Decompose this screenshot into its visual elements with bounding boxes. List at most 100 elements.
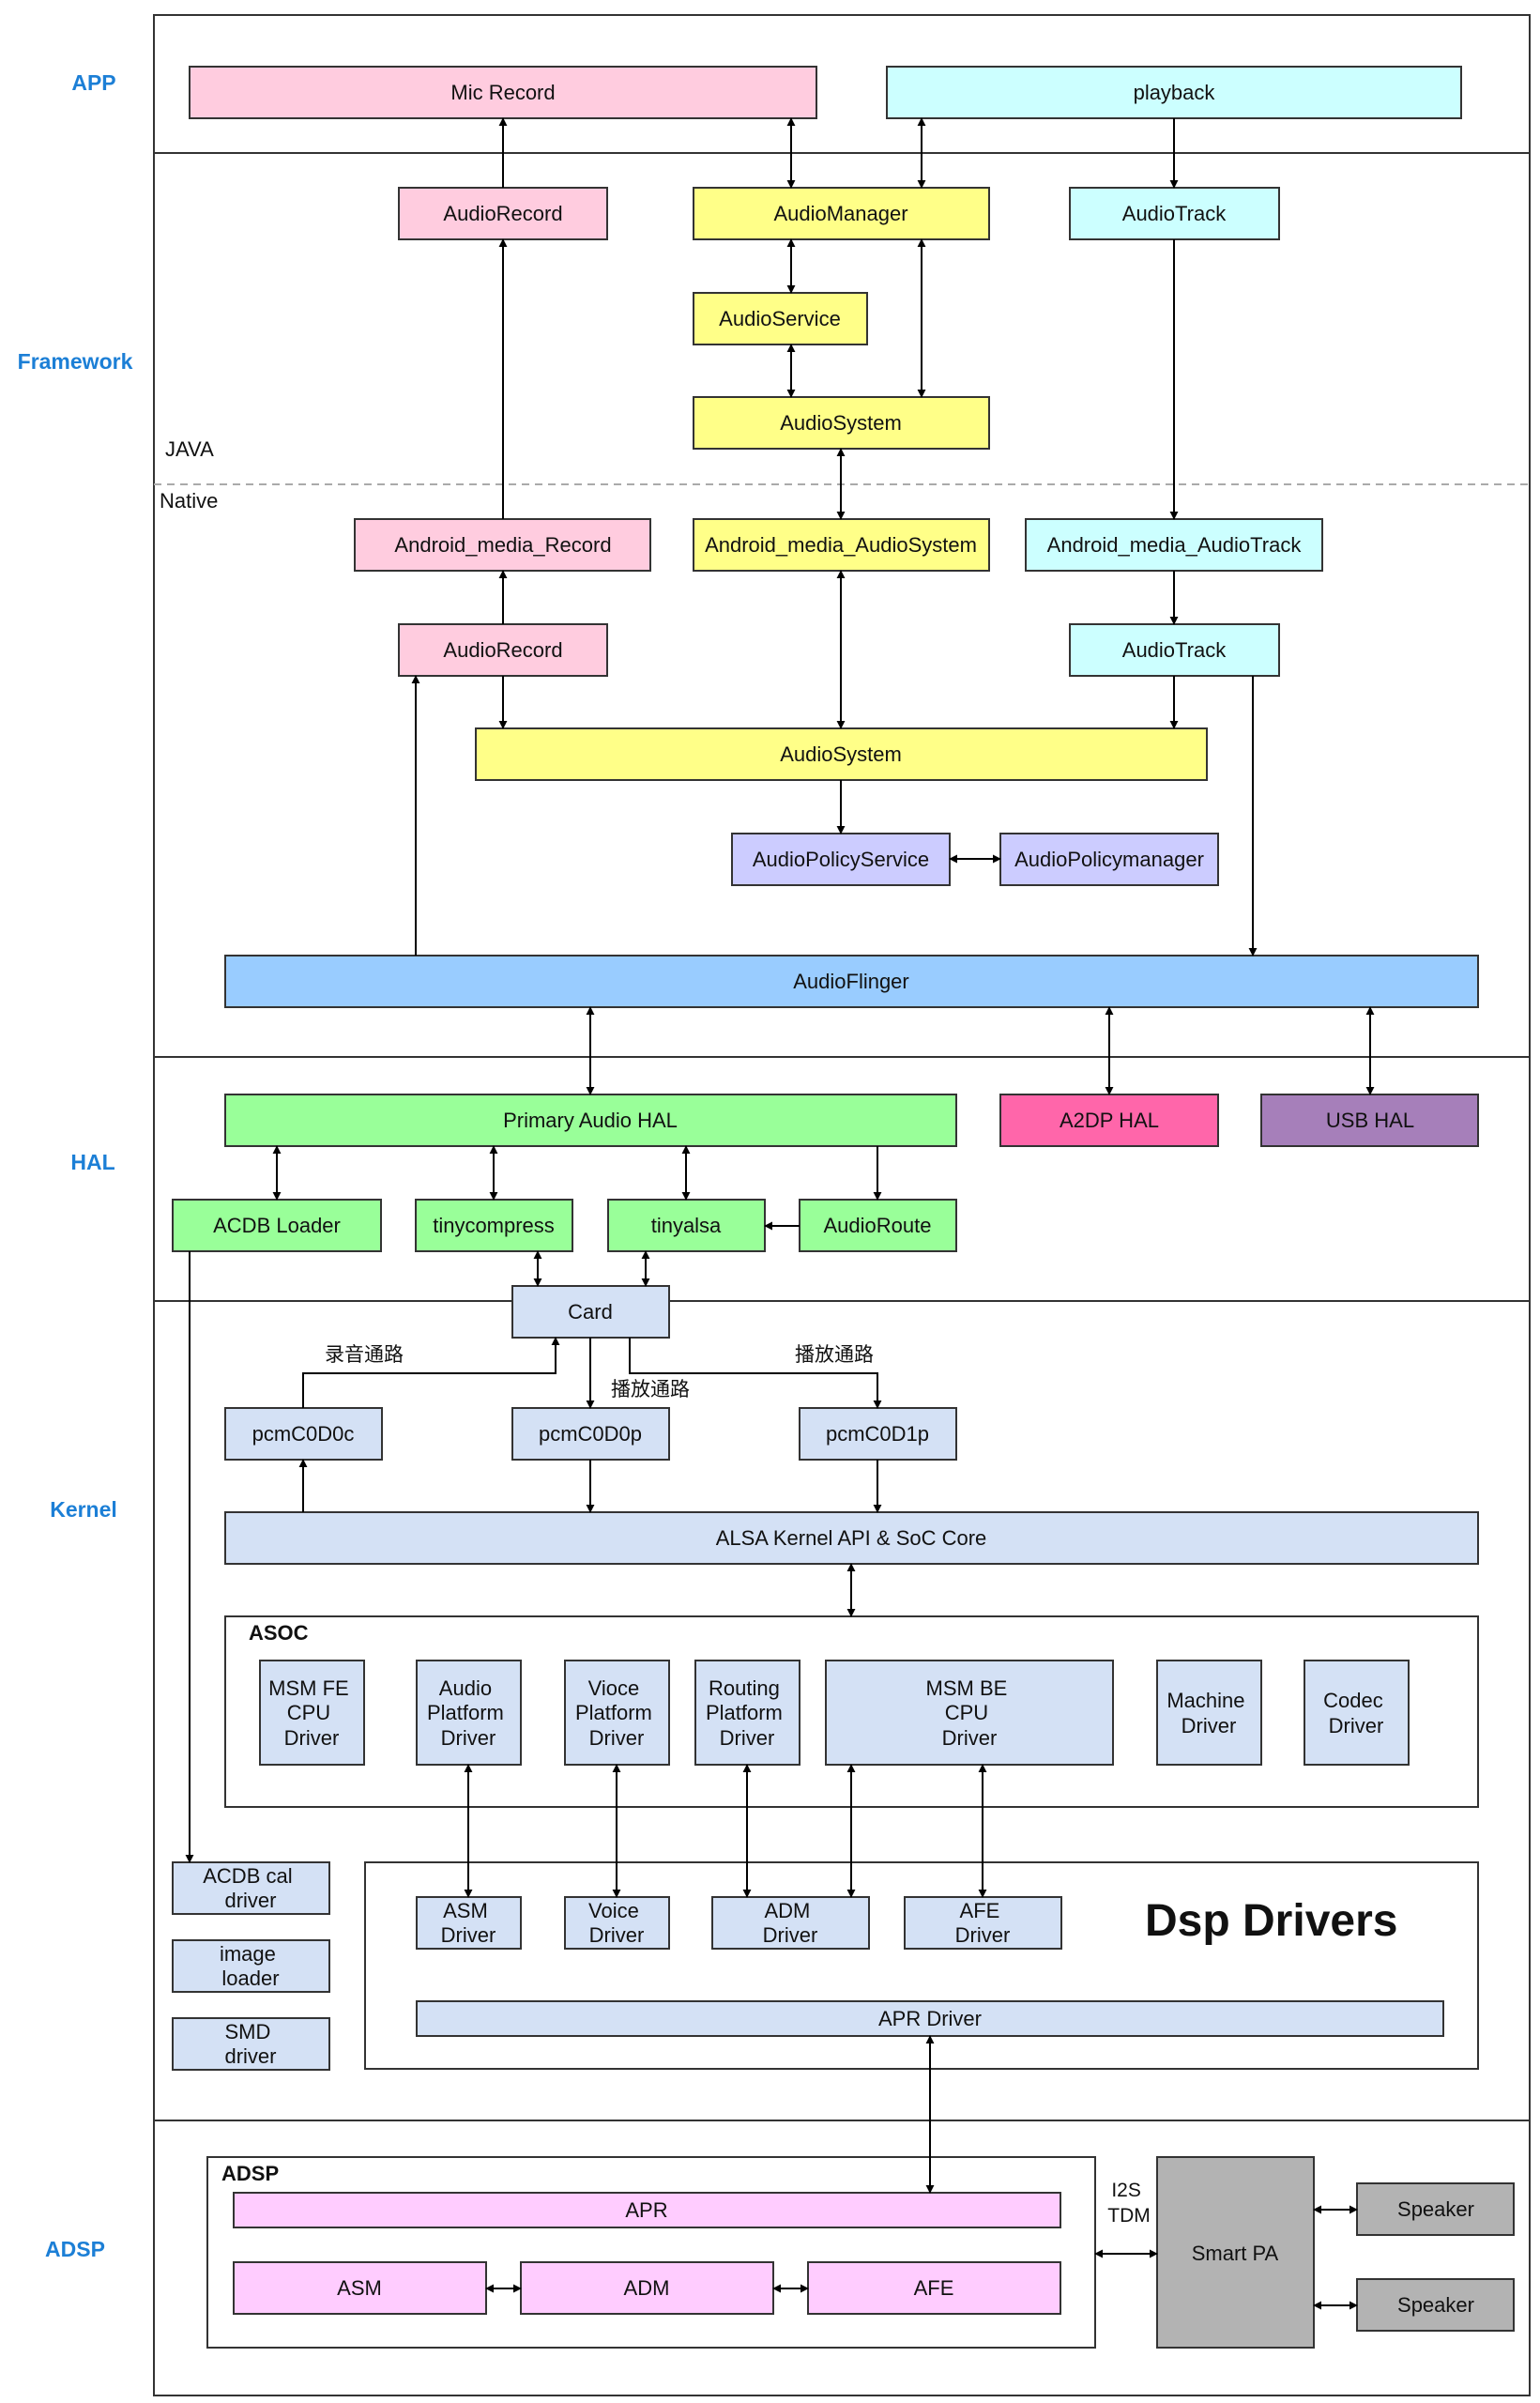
node-speaker-2[interactable]: Speaker xyxy=(1356,2278,1515,2332)
edge-card-to-pcmc0d1p xyxy=(629,1338,882,1409)
voice-platform-line-3: Driver xyxy=(589,1726,645,1750)
node-acdb-cal-driver[interactable]: ACDB cal driver xyxy=(172,1861,330,1915)
node-playback[interactable]: playback xyxy=(886,66,1462,119)
routing-platform-line-1: Routing xyxy=(709,1676,780,1700)
node-audiotrack-native[interactable]: AudioTrack xyxy=(1069,623,1280,677)
node-acdb-loader-label: ACDB Loader xyxy=(213,1214,341,1237)
node-adsp-adm-label: ADM xyxy=(624,2276,670,2300)
msm-fe-line-3: Driver xyxy=(284,1726,340,1750)
node-card[interactable]: Card xyxy=(511,1285,670,1339)
machine-line-2: Driver xyxy=(1182,1714,1237,1737)
node-primary-audio-hal-label: Primary Audio HAL xyxy=(503,1109,678,1132)
svg-text:Codec Driver: Codec Driver xyxy=(1323,1689,1389,1737)
image-loader-line-2: loader xyxy=(221,1967,279,1990)
node-afe-driver[interactable]: AFE Driver xyxy=(904,1896,1062,1950)
svg-text:MSM BE CPU Driver: MSM BE CPU Driver xyxy=(926,1676,1014,1750)
node-apr-driver-label: APR Driver xyxy=(878,2007,982,2030)
node-audio-platform-driver[interactable]: Audio Platform Driver xyxy=(416,1660,522,1766)
node-voice-platform-driver[interactable]: Vioce Platform Driver xyxy=(564,1660,670,1766)
node-primary-audio-hal[interactable]: Primary Audio HAL xyxy=(224,1094,957,1147)
playback-path-label-2: 播放通路 xyxy=(795,1344,874,1366)
audio-platform-line-3: Driver xyxy=(441,1726,496,1750)
node-machine-driver[interactable]: Machine Driver xyxy=(1156,1660,1262,1766)
asoc-title: ASOC xyxy=(249,1621,309,1645)
node-android-media-audiotrack-label: Android_media_AudioTrack xyxy=(1047,533,1303,557)
node-acdb-loader[interactable]: ACDB Loader xyxy=(172,1199,382,1252)
dsp-drivers-title: Dsp Drivers xyxy=(1145,1896,1397,1946)
i2s-label: I2S xyxy=(1111,2180,1141,2201)
svg-text:AFE Driver: AFE Driver xyxy=(955,1899,1011,1947)
node-android-media-audiosystem[interactable]: Android_media_AudioSystem xyxy=(693,518,990,572)
node-audioflinger[interactable]: AudioFlinger xyxy=(224,955,1479,1008)
node-adsp-asm[interactable]: ASM xyxy=(233,2261,487,2315)
node-pcmc0d1p[interactable]: pcmC0D1p xyxy=(799,1407,957,1461)
node-audiosystem-native[interactable]: AudioSystem xyxy=(475,727,1208,781)
node-apr-driver[interactable]: APR Driver xyxy=(416,2000,1444,2037)
node-routing-platform-driver[interactable]: Routing Platform Driver xyxy=(694,1660,800,1766)
smd-line-2: driver xyxy=(224,2044,276,2068)
java-label: JAVA xyxy=(165,437,214,461)
edge-pcmc0d0c-to-card xyxy=(302,1337,560,1408)
node-android-media-audiotrack[interactable]: Android_media_AudioTrack xyxy=(1025,518,1323,572)
asm-driver-line-2: Driver xyxy=(441,1923,496,1947)
node-audiosystem-java[interactable]: AudioSystem xyxy=(693,396,990,450)
layer-frames xyxy=(153,14,1531,2396)
node-adsp-apr-label: APR xyxy=(625,2198,667,2222)
node-audiopolicymanager[interactable]: AudioPolicymanager xyxy=(999,833,1219,886)
node-adsp-apr[interactable]: APR xyxy=(233,2192,1061,2228)
node-mic-record[interactable]: Mic Record xyxy=(189,66,817,119)
tdm-label: TDM xyxy=(1107,2205,1151,2227)
afe-driver-line-2: Driver xyxy=(955,1923,1011,1947)
node-codec-driver[interactable]: Codec Driver xyxy=(1304,1660,1410,1766)
node-usb-hal[interactable]: USB HAL xyxy=(1260,1094,1479,1147)
asm-driver-line-1: ASM xyxy=(443,1899,488,1922)
node-audiorecord-java-label: AudioRecord xyxy=(443,202,562,225)
afe-driver-line-1: AFE xyxy=(960,1899,1000,1922)
node-adsp-afe[interactable]: AFE xyxy=(807,2261,1061,2315)
node-android-media-record-label: Android_media_Record xyxy=(394,533,611,557)
node-adsp-afe-label: AFE xyxy=(914,2276,954,2300)
msm-be-line-1: MSM BE xyxy=(926,1676,1008,1700)
svg-text:ADM Driver: ADM Driver xyxy=(763,1899,818,1947)
dsp-drivers-container xyxy=(364,1861,1479,2070)
node-adsp-adm[interactable]: ADM xyxy=(520,2261,774,2315)
layer-adsp-frame xyxy=(153,2120,1531,2396)
node-smart-pa[interactable]: Smart PA xyxy=(1156,2156,1315,2349)
svg-text:Machine Driver: Machine Driver xyxy=(1166,1689,1250,1737)
node-asm-driver[interactable]: ASM Driver xyxy=(416,1896,522,1950)
node-audiorecord-native[interactable]: AudioRecord xyxy=(398,623,608,677)
node-card-label: Card xyxy=(568,1300,613,1324)
node-speaker-1[interactable]: Speaker xyxy=(1356,2182,1515,2236)
node-speaker-2-label: Speaker xyxy=(1397,2293,1474,2317)
node-audiotrack-java-label: AudioTrack xyxy=(1122,202,1227,225)
svg-text:Audio Platform Dri: Audio Platform Driver xyxy=(427,1676,510,1750)
node-audioservice[interactable]: AudioService xyxy=(693,292,868,345)
node-smd-driver[interactable]: SMD driver xyxy=(172,2017,330,2071)
adsp-container xyxy=(206,2156,1096,2349)
node-image-loader[interactable]: image loader xyxy=(172,1939,330,1993)
node-msm-be-cpu-driver[interactable]: MSM BE CPU Driver xyxy=(825,1660,1114,1766)
node-voice-driver[interactable]: Voice Driver xyxy=(564,1896,670,1950)
msm-be-line-3: Driver xyxy=(942,1726,998,1750)
node-audioservice-label: AudioService xyxy=(719,307,841,330)
node-audioroute[interactable]: AudioRoute xyxy=(799,1199,957,1252)
node-audiomanager[interactable]: AudioManager xyxy=(693,187,990,240)
voice-driver-line-2: Driver xyxy=(589,1923,645,1947)
node-speaker-1-label: Speaker xyxy=(1397,2197,1474,2221)
node-tinycompress[interactable]: tinycompress xyxy=(415,1199,573,1252)
node-audiosystem-native-label: AudioSystem xyxy=(780,742,902,766)
node-audiopolicyservice[interactable]: AudioPolicyService xyxy=(731,833,951,886)
node-android-media-record[interactable]: Android_media_Record xyxy=(354,518,651,572)
node-pcmc0d0c[interactable]: pcmC0D0c xyxy=(224,1407,383,1461)
node-msm-fe-cpu-driver[interactable]: MSM FE CPU Driver xyxy=(259,1660,365,1766)
node-adm-driver[interactable]: ADM Driver xyxy=(711,1896,870,1950)
node-a2dp-hal[interactable]: A2DP HAL xyxy=(999,1094,1219,1147)
layer-label-app: APP xyxy=(71,70,115,95)
node-audiorecord-java[interactable]: AudioRecord xyxy=(398,187,608,240)
node-tinyalsa[interactable]: tinyalsa xyxy=(607,1199,766,1252)
node-audiomanager-label: AudioManager xyxy=(773,202,907,225)
node-audiotrack-java[interactable]: AudioTrack xyxy=(1069,187,1280,240)
node-alsa-kernel-api[interactable]: ALSA Kernel API & SoC Core xyxy=(224,1511,1479,1565)
node-pcmc0d0p[interactable]: pcmC0D0p xyxy=(511,1407,670,1461)
